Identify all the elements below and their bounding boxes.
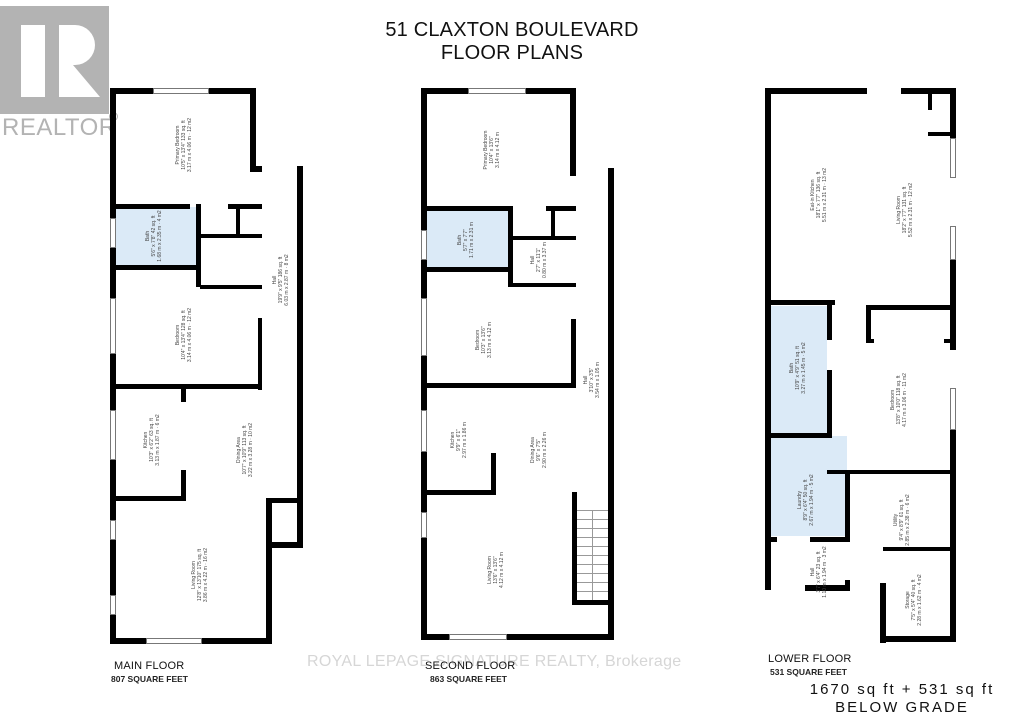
brokerage-watermark: ROYAL LEPAGE SIGNATURE REALTY, Brokerage	[307, 653, 682, 670]
lower-laundry-room	[771, 436, 847, 536]
second-floor-name: SECOND FLOOR	[425, 660, 516, 672]
below-grade-label: BELOW GRADE	[835, 699, 969, 716]
realtor-logo-text: REALTOR	[2, 114, 117, 141]
page-title: 51 CLAXTON BOULEVARD	[385, 19, 639, 41]
staircase	[577, 510, 608, 600]
second-floor-sqft: 863 SQUARE FEET	[430, 674, 507, 684]
realtor-r-logo-icon	[0, 6, 109, 114]
total-area: 1670 sq ft + 531 sq ft	[809, 681, 995, 698]
lower-floor-sqft: 531 SQUARE FEET	[770, 667, 847, 677]
lower-floor-name: LOWER FLOOR	[768, 653, 852, 665]
main-bath-room	[116, 207, 198, 265]
main-floor-sqft: 807 SQUARE FEET	[111, 674, 188, 684]
page-subtitle: FLOOR PLANS	[440, 42, 584, 64]
main-floor-name: MAIN FLOOR	[114, 660, 185, 672]
second-bath-room	[427, 210, 510, 267]
lower-bath-room	[771, 306, 827, 436]
